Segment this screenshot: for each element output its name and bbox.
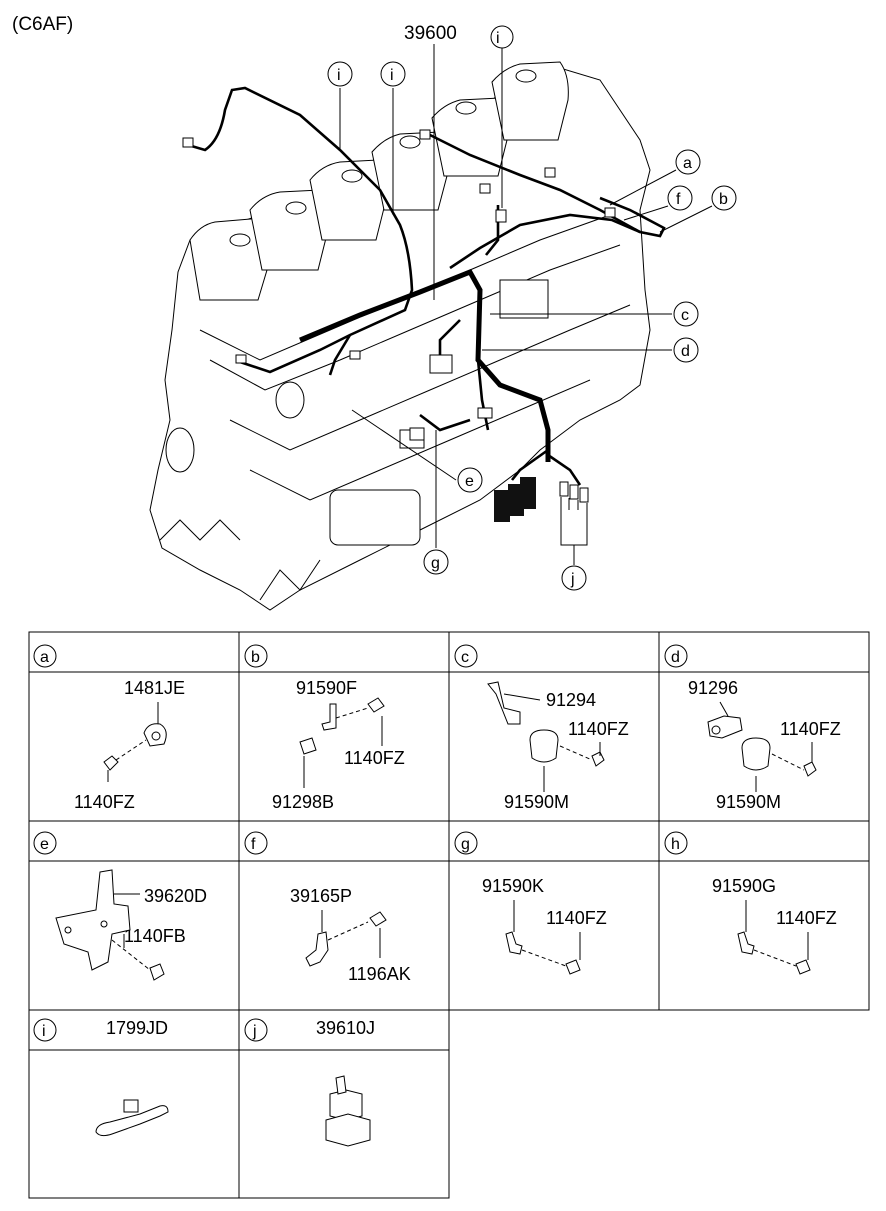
svg-text:d: d xyxy=(671,649,680,666)
panel-b: b 91590F 1140FZ 91298B xyxy=(244,644,405,812)
panel-i: i 1799JD xyxy=(33,1018,169,1137)
callout-f: f xyxy=(667,185,693,211)
callout-i-left: i xyxy=(327,61,353,87)
svg-text:1799JD: 1799JD xyxy=(106,1018,168,1038)
panel-j: j 39610J xyxy=(244,1018,375,1147)
leader-lines xyxy=(339,44,713,565)
callout-a: a xyxy=(675,149,701,175)
svg-text:39165P: 39165P xyxy=(290,886,352,906)
svg-text:91590F: 91590F xyxy=(296,678,357,698)
svg-text:1140FZ: 1140FZ xyxy=(74,792,135,812)
main-part-label: 39600 xyxy=(404,23,457,44)
svg-text:g: g xyxy=(431,555,440,572)
svg-text:f: f xyxy=(251,836,256,853)
svg-text:i: i xyxy=(496,30,500,47)
svg-text:91590K: 91590K xyxy=(482,876,544,896)
parts-table xyxy=(28,631,870,1199)
svg-text:e: e xyxy=(465,473,474,490)
callout-g: g xyxy=(423,549,449,575)
callout-h: i xyxy=(490,25,514,49)
svg-text:e: e xyxy=(40,836,49,853)
svg-text:b: b xyxy=(719,191,728,208)
svg-text:1140FZ: 1140FZ xyxy=(780,719,841,739)
svg-text:91590G: 91590G xyxy=(712,876,776,896)
panel-g: g 91590K 1140FZ xyxy=(454,831,607,975)
svg-text:g: g xyxy=(461,836,470,853)
svg-text:d: d xyxy=(681,343,690,360)
panel-d: d 91296 1140FZ 91590M xyxy=(664,644,841,812)
svg-text:i: i xyxy=(337,67,341,84)
svg-text:j: j xyxy=(570,571,575,588)
model-code: (C6AF) xyxy=(12,14,73,35)
svg-text:h: h xyxy=(671,836,680,853)
svg-text:1140FZ: 1140FZ xyxy=(568,719,629,739)
svg-text:a: a xyxy=(683,155,692,172)
svg-text:f: f xyxy=(676,191,681,208)
svg-text:91294: 91294 xyxy=(546,690,596,710)
panel-c: c 91294 1140FZ 91590M xyxy=(454,644,629,812)
engine-block-illustration xyxy=(149,61,651,611)
svg-text:1140FZ: 1140FZ xyxy=(776,908,837,928)
callout-c: c xyxy=(673,301,699,327)
callout-i-right: i xyxy=(380,61,406,87)
svg-text:1140FZ: 1140FZ xyxy=(546,908,607,928)
svg-text:39610J: 39610J xyxy=(316,1018,375,1038)
svg-text:i: i xyxy=(42,1023,46,1040)
callout-b: b xyxy=(711,185,737,211)
panel-a: a 1481JE 1140FZ xyxy=(33,644,185,812)
svg-text:39620D: 39620D xyxy=(144,886,207,906)
panel-h: h 91590G 1140FZ xyxy=(664,831,837,975)
svg-text:b: b xyxy=(251,649,260,666)
svg-text:c: c xyxy=(461,649,469,666)
svg-text:91296: 91296 xyxy=(688,678,738,698)
svg-text:c: c xyxy=(681,307,689,324)
callout-d: d xyxy=(673,337,699,363)
wiring-harness xyxy=(182,86,666,522)
svg-text:1481JE: 1481JE xyxy=(124,678,185,698)
svg-text:j: j xyxy=(252,1023,257,1040)
svg-text:1140FZ: 1140FZ xyxy=(344,748,405,768)
callout-e: e xyxy=(457,467,483,493)
svg-text:a: a xyxy=(40,649,49,666)
svg-text:1196AK: 1196AK xyxy=(348,964,411,984)
panel-e: e 39620D 1140FB xyxy=(33,831,207,981)
svg-text:91298B: 91298B xyxy=(272,792,334,812)
panel-f: f 39165P 1196AK xyxy=(244,831,411,984)
svg-text:1140FB: 1140FB xyxy=(124,926,186,946)
callout-j: j xyxy=(561,565,587,591)
svg-text:i: i xyxy=(390,67,394,84)
svg-text:91590M: 91590M xyxy=(504,792,569,812)
svg-text:91590M: 91590M xyxy=(716,792,781,812)
